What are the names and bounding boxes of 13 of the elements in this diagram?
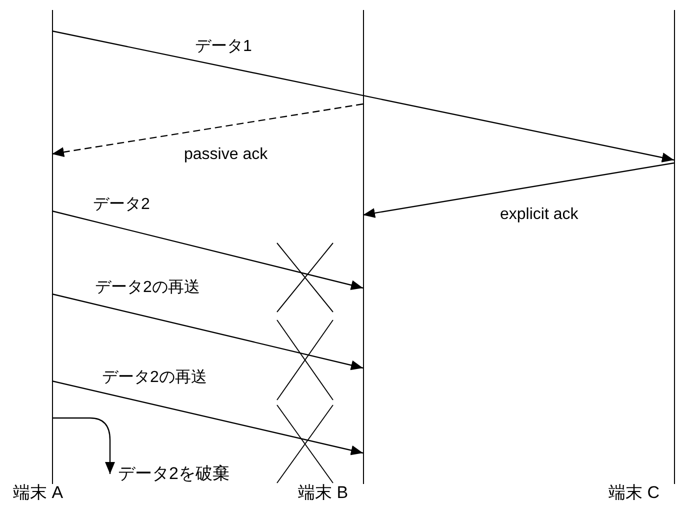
arrow [52,30,674,162]
edge-label: passive ack [182,145,270,165]
arrow [52,380,364,456]
arrow [52,293,364,370]
arrow [52,417,115,474]
dashed-arrow [52,103,364,158]
arrow [52,210,364,290]
terminal-label: 端末 A [12,483,64,503]
terminal-label: 端末 C [608,483,660,503]
note-text: データ2を破棄 [118,464,230,484]
terminal-label: 端末 B [296,483,350,503]
edge-label: explicit ack [498,205,580,225]
arrow [362,162,674,218]
